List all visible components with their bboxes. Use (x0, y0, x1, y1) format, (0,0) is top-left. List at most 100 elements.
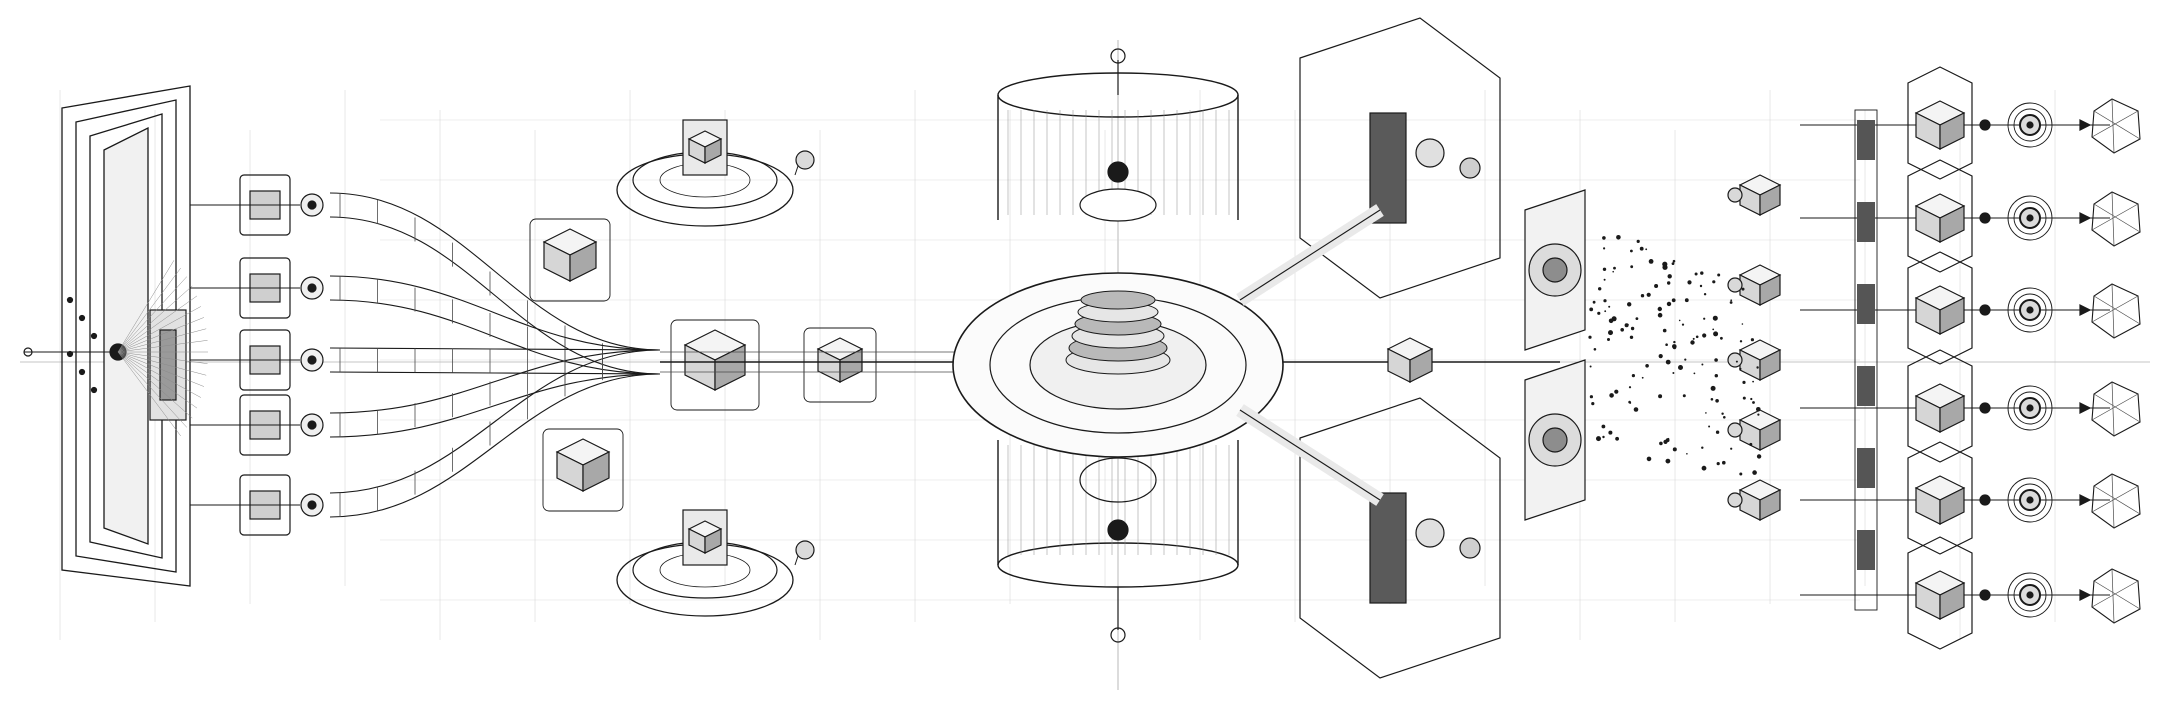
rack-dark-slot (1857, 366, 1875, 406)
target-ring (2007, 102, 2053, 148)
spray-dot (1702, 333, 1707, 338)
input-port (190, 257, 324, 319)
turntable-unit (616, 119, 815, 227)
target-ring (2007, 287, 2053, 333)
spray-dot (1717, 273, 1721, 277)
spray-dot (1741, 323, 1744, 325)
spray-dot (1616, 235, 1621, 240)
spray-dot (1742, 396, 1746, 400)
polyhedron-edge (2111, 381, 2115, 437)
cube-housing (670, 319, 760, 411)
particle-spray (1588, 235, 1762, 476)
spray-dot (1756, 454, 1762, 459)
core-mast-cap (1110, 48, 1126, 64)
output-arrow (2079, 402, 2092, 414)
output-polyhedron (2091, 381, 2141, 437)
spray-dot (1615, 436, 1619, 441)
branch-dark-panel (1369, 492, 1407, 604)
spray-dot (1695, 335, 1699, 339)
fan-line (117, 351, 193, 419)
output-cube (1914, 475, 1966, 525)
output-target (2007, 287, 2092, 333)
cube-housing (803, 327, 877, 403)
spray-dot (1609, 393, 1614, 398)
spray-dot (1729, 301, 1733, 304)
spray-dot (1716, 462, 1720, 466)
output-cube-node (1979, 212, 1991, 224)
spray-dot (1636, 239, 1640, 243)
small-processor-units (1727, 174, 1782, 521)
cube-right-face (839, 348, 863, 383)
small-processor-cube (1738, 339, 1782, 381)
spray-dot (1645, 248, 1648, 251)
spray-dot (1646, 292, 1651, 297)
output-cube (1914, 570, 1966, 620)
intermediate-cube (542, 228, 598, 282)
fan-line (117, 351, 202, 398)
spray-dot (1710, 398, 1714, 401)
spray-dot (1613, 266, 1616, 270)
spray-dot (1603, 247, 1606, 250)
spray-dot (1684, 298, 1689, 303)
output-cube-module (1907, 251, 1991, 365)
cube-right-face (1939, 582, 1965, 620)
spray-dot (1597, 311, 1601, 315)
conduit-edge-bottom (329, 371, 661, 375)
central-core (952, 48, 1284, 643)
spray-dot (1603, 299, 1607, 303)
spray-dot (1756, 407, 1761, 412)
cube-right-face (704, 528, 722, 554)
spray-dot (1611, 316, 1617, 322)
intermediate-cube (555, 438, 611, 492)
cube-housing (529, 218, 611, 302)
spray-dot (1730, 299, 1733, 302)
fan-line (117, 295, 198, 353)
processor-core (1542, 427, 1568, 453)
mid-processors (1524, 174, 1782, 521)
cube-right-face (1759, 489, 1781, 521)
spray-dot (1712, 328, 1715, 331)
spray-dot (1671, 262, 1675, 265)
polyhedron-edge (2111, 191, 2115, 247)
cube-right-face (1939, 205, 1965, 243)
scatter-dot (78, 314, 86, 322)
fan-line (117, 351, 207, 376)
big-processor (1524, 359, 1586, 521)
output-cube (1914, 193, 1966, 243)
fan-line (117, 260, 175, 353)
fan-line (117, 340, 208, 353)
output-target (2007, 102, 2092, 148)
turntable-joint (795, 540, 815, 560)
spray-dot (1635, 317, 1639, 320)
rack-dark-slot (1857, 448, 1875, 488)
spray-dot (1701, 363, 1704, 366)
output-cube-node (1979, 304, 1991, 316)
intermediate-cube (816, 337, 864, 383)
rack-dark-slot (1857, 530, 1875, 570)
input-panel (23, 85, 208, 587)
spray-dot (1678, 365, 1683, 370)
cube-right-face (704, 138, 722, 164)
branch-mid-cube (1386, 337, 1434, 383)
spray-dot (1735, 360, 1738, 363)
output-target (2007, 385, 2092, 431)
spray-dot (1602, 267, 1607, 271)
spray-dot (1602, 236, 1606, 240)
polyhedron-edge (2093, 485, 2141, 515)
spray-dot (1739, 340, 1743, 343)
output-cube (1914, 383, 1966, 433)
small-processor-cube (1738, 264, 1782, 306)
spray-dot (1667, 281, 1671, 285)
spray-dot (1692, 337, 1695, 340)
output-cube (1914, 285, 1966, 335)
spray-dot (1665, 458, 1671, 464)
branch-roller (1415, 138, 1445, 168)
spray-dot (1648, 259, 1654, 264)
spray-dot (1608, 330, 1613, 336)
small-processor-cube (1738, 409, 1782, 451)
core-upper-node (1107, 161, 1129, 183)
spray-dot (1627, 302, 1632, 307)
small-processor-cube (1738, 479, 1782, 521)
output-polyhedron (2091, 98, 2141, 154)
